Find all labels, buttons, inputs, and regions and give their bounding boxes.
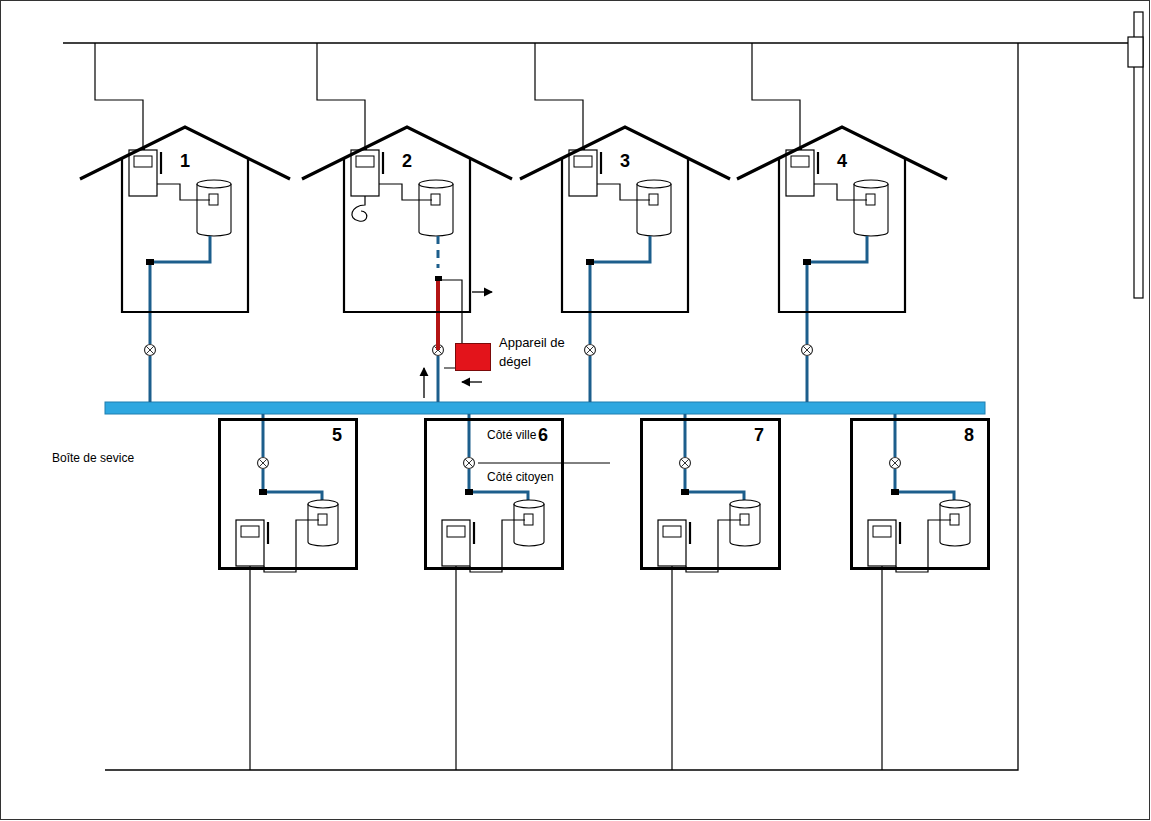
water-heater [940,500,970,546]
power-line [63,42,1135,43]
service-pipe [263,414,322,500]
water-heater [419,180,453,236]
water-main [105,402,985,414]
water-heater [514,500,544,546]
electric-panel [569,150,601,196]
wire [264,520,319,572]
water-heater [637,180,671,236]
house: 3 [520,125,730,315]
electric-panel [129,150,161,196]
wire [249,566,250,770]
wire [686,520,741,572]
label: Côté ville [487,428,536,442]
power-line [105,43,1018,770]
house-number: 4 [837,152,847,170]
wire [317,43,365,150]
electric-panel [786,150,818,196]
wire [535,43,583,150]
building: 7 [640,418,781,570]
service-pipe [437,356,440,402]
thawing-device: Appareil de dégel [455,343,491,371]
house: 1 [80,125,290,315]
label: Boîte de sevice [52,451,134,465]
service-box [890,458,901,469]
electric-panel [658,520,690,566]
service-box [585,345,596,356]
service-pipe [807,236,867,402]
wire [752,43,800,150]
thawing-circuit [424,236,492,398]
wire [814,184,867,200]
building: 5 [218,418,358,570]
service-pipe [469,414,528,500]
water-heater [854,180,888,236]
service-pipe [590,236,650,402]
wire [597,184,650,200]
electric-panel [868,520,900,566]
house-number: 6 [538,426,548,444]
wire [379,184,432,200]
wire [157,184,210,200]
service-box [680,458,691,469]
house-number: 3 [620,152,630,170]
thawing-cable [461,312,462,343]
house-number: 7 [754,426,764,444]
boundary-line [478,463,610,464]
electric-panel [236,520,268,566]
house-number: 8 [964,426,974,444]
house-number: 5 [332,426,342,444]
water-heater [308,500,338,546]
utility-pole [1128,12,1143,298]
wire [95,43,143,150]
electric-panel [351,150,383,196]
building: 8 [850,418,990,570]
house-number: 1 [180,152,190,170]
wire [881,566,882,770]
water-heater [197,180,231,236]
wire [671,566,672,770]
label: Côté citoyen [487,470,554,484]
loose-cable [352,196,367,221]
house-fixtures [95,43,970,770]
service-box [802,345,813,356]
house: 4 [737,125,947,315]
wire [896,520,951,572]
service-box [258,458,269,469]
wire [455,566,456,770]
service-box [145,345,156,356]
device-label: Appareil de dégel [499,334,579,372]
service-pipe [150,236,210,402]
house-number: 2 [402,152,412,170]
service-box [464,458,475,469]
service-pipe [685,414,744,500]
service-pipe [895,414,954,500]
electric-panel [442,520,474,566]
water-heater [730,500,760,546]
house: 2 [302,125,512,315]
wire [470,520,525,572]
